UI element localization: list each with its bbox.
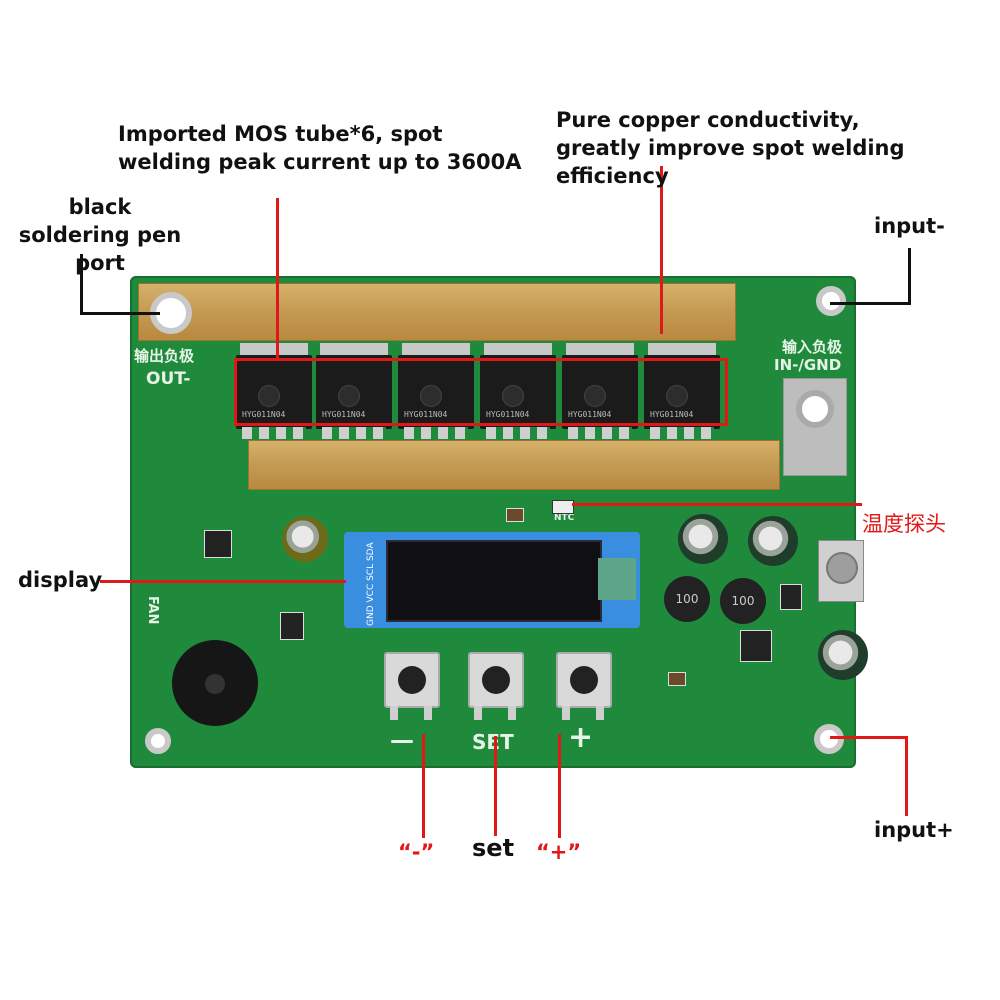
btn-plus-silk: + [568,720,594,755]
chip-pc1 [204,530,232,558]
mos-code: HYG011N04 [404,410,448,419]
inductor-value: 100 [731,594,755,608]
minus-btn-line [422,734,425,838]
capacitor-left [282,516,328,562]
copper-bar-bottom [248,440,780,490]
plus-btn-label: “+” [536,840,582,864]
pen-port-label: black soldering pen port [18,195,182,275]
minus-btn-label: “-” [398,840,435,864]
input-plus-label: input+ [874,818,954,842]
c146 [668,672,686,686]
mos-tube-5: HYG011N04 [562,343,638,439]
temp-probe-label: 温度探头 [862,512,946,536]
inductor-value: 100 [675,592,699,606]
mos-label: Imported MOS tube*6, spot welding peak c… [118,122,522,174]
terminal-screw [826,552,858,584]
mos-tube-1: HYG011N04 [236,343,312,439]
input-minus-line-v [908,248,911,304]
minus-button[interactable] [384,652,440,720]
input-plus-line-h [830,736,908,739]
inductor-1: 100 [664,576,710,622]
mos-tube-6: HYG011N04 [644,343,720,439]
ntc-label: NTC [554,513,575,523]
capacitor-2 [748,516,798,566]
ntc-connector [552,500,574,514]
in-minus-cn: 输入负极 [782,338,843,356]
oled-screen [386,540,602,622]
input-plus-line-v [905,736,908,816]
mos-code: HYG011N04 [486,410,530,419]
out-minus-en: OUT- [146,369,191,389]
capacitor-3 [818,630,868,680]
display-label: display [18,568,103,592]
input-minus-label: input- [874,214,945,238]
btn-set-silk: SET [472,730,514,754]
buzzer-center [205,674,225,694]
oled-pin-labels: GND VCC SCL SDA [366,542,376,626]
input-minus-pad-hole [796,390,834,428]
chip-opamp [740,630,772,662]
mos-tube-4: HYG011N04 [480,343,556,439]
display-line [100,580,346,583]
set-button[interactable] [468,652,524,720]
c147 [506,508,524,522]
capacitor-1 [678,514,728,564]
set-btn-line [494,736,497,836]
corner-hole-bottom-left [145,728,171,754]
fan-label: FAN [145,596,160,625]
input-plus-hole [814,724,844,754]
input-minus-hole [816,286,846,316]
copper-label: Pure copper conductivity, greatly improv… [556,108,905,188]
inductor-2: 100 [720,578,766,624]
pen-port-line-v [80,254,83,314]
mos-code: HYG011N04 [568,410,612,419]
mos-code: HYG011N04 [650,410,694,419]
pen-port-hole [150,292,192,334]
mos-pointer-line [276,198,279,360]
set-btn-label: set [472,834,515,862]
pen-port-line-h [80,312,160,315]
out-minus-cn: 输出负极 [134,347,195,365]
copper-pointer-line [660,166,663,334]
oled-flex [598,558,636,600]
chip-right [780,584,802,610]
mos-tube-2: HYG011N04 [316,343,392,439]
mos-highlight-box [234,358,728,426]
mos-code: HYG011N04 [322,410,366,419]
chip-u5 [280,612,304,640]
input-minus-line-h [830,302,911,305]
mos-tube-3: HYG011N04 [398,343,474,439]
plus-button[interactable] [556,652,612,720]
copper-bar-top [138,283,736,341]
plus-btn-line [558,734,561,838]
btn-minus-silk: — [390,726,414,754]
in-minus-en: IN-/GND [774,356,842,374]
temp-probe-line [572,503,862,506]
mos-code: HYG011N04 [242,410,286,419]
